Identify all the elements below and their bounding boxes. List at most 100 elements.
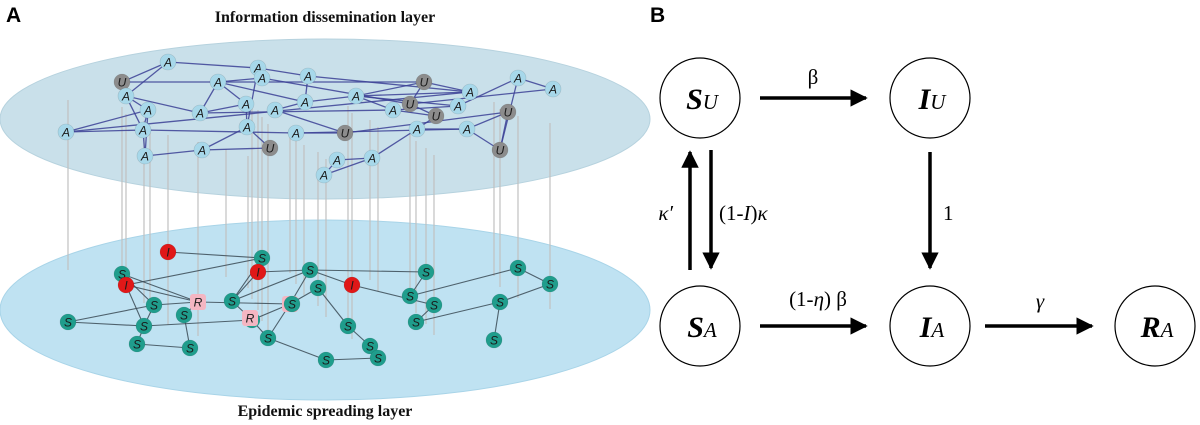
epi-node-s1: S	[253, 249, 271, 267]
epi-node-marker	[242, 310, 258, 326]
epi-node-label: S	[412, 316, 420, 330]
info-node-marker	[408, 120, 426, 138]
information-edge	[392, 105, 459, 111]
state-ra-circle	[1114, 285, 1196, 367]
info-node-label: A	[213, 76, 222, 90]
info-node-u3: U	[401, 95, 419, 113]
info-node-a28: A	[384, 101, 402, 119]
epidemic-edge	[136, 343, 191, 349]
info-node-label: U	[341, 127, 350, 141]
info-node-u7: U	[499, 103, 517, 121]
epi-node-marker	[407, 313, 425, 331]
epi-node-label: R	[246, 312, 255, 326]
info-node-label: U	[266, 142, 275, 156]
rate-sa-ia: (1-η) β	[789, 287, 847, 311]
epidemic-edge	[121, 273, 199, 303]
info-node-marker	[315, 166, 333, 184]
rate-su-sa: (1-I)κ	[719, 201, 769, 225]
info-node-a9: A	[449, 97, 467, 115]
epi-node-label: S	[133, 338, 141, 352]
epi-node-label: I	[124, 279, 128, 293]
info-node-label: A	[462, 123, 471, 137]
info-node-a6: A	[209, 73, 227, 91]
info-node-marker	[509, 69, 527, 87]
epidemic-edge	[125, 284, 199, 303]
epi-node-marker	[159, 243, 177, 261]
info-node-label: A	[332, 154, 341, 168]
info-node-label: U	[432, 110, 441, 124]
epidemic-edge	[125, 257, 263, 286]
state-ra: RA	[1114, 285, 1196, 367]
info-node-marker	[139, 101, 157, 119]
info-node-marker	[237, 95, 255, 113]
information-edge	[304, 95, 357, 103]
epidemic-edge	[167, 251, 263, 259]
information-edge	[457, 77, 519, 107]
epidemic-edge	[267, 337, 327, 361]
info-node-label: U	[496, 144, 505, 158]
rate-sa-su: κ′	[658, 201, 673, 225]
epi-node-label: S	[264, 332, 272, 346]
epi-node-marker	[249, 263, 267, 281]
information-edge	[323, 157, 373, 176]
information-edge	[65, 129, 144, 133]
epidemic-edge	[143, 319, 253, 327]
epi-node-s8: S	[145, 296, 163, 314]
info-node-a25: A	[363, 149, 381, 167]
epi-node-label: S	[228, 295, 236, 309]
information-edge	[217, 81, 306, 103]
info-node-u4: U	[427, 107, 445, 125]
information-edge	[201, 147, 271, 151]
info-node-label: A	[195, 107, 204, 121]
info-node-marker	[266, 101, 284, 119]
epidemic-edge	[325, 357, 379, 361]
info-node-marker	[499, 103, 517, 121]
info-node-label: A	[412, 123, 421, 137]
info-node-label: A	[351, 90, 360, 104]
info-node-u6: U	[261, 139, 279, 157]
info-node-a27: A	[315, 166, 333, 184]
epi-node-s16: S	[175, 306, 193, 324]
epi-node-marker	[135, 317, 153, 335]
info-node-a21: A	[408, 120, 426, 138]
info-node-label: A	[143, 104, 152, 118]
info-node-u5: U	[336, 124, 354, 142]
epi-node-label: S	[258, 252, 266, 266]
information-edge	[201, 126, 248, 151]
state-su: SU	[659, 57, 741, 139]
epi-node-label: I	[350, 279, 354, 293]
info-node-label: U	[406, 98, 415, 112]
info-node-marker	[159, 53, 177, 71]
epi-node-marker	[259, 329, 277, 347]
info-node-a16: A	[266, 101, 284, 119]
information-edge	[257, 67, 309, 77]
information-edge	[409, 88, 554, 105]
info-node-a4: A	[253, 69, 271, 87]
info-node-marker	[461, 83, 479, 101]
info-node-marker	[415, 73, 433, 91]
rate-su-iu: β	[808, 65, 819, 89]
info-node-label: A	[303, 70, 312, 84]
epi-node-label: S	[118, 268, 126, 282]
info-node-marker	[238, 118, 256, 136]
epi-node-i4: I	[343, 276, 361, 294]
information-edge	[144, 149, 203, 157]
epidemic-layer-plane	[0, 219, 651, 401]
info-node-label: A	[163, 56, 172, 70]
epi-node-s6: S	[509, 259, 527, 277]
info-node-label: A	[61, 126, 70, 140]
info-node-marker	[296, 93, 314, 111]
info-node-label: A	[140, 150, 149, 164]
epi-node-label: S	[288, 298, 296, 312]
epi-node-r3: R	[242, 310, 258, 326]
info-node-a8: A	[347, 87, 365, 105]
info-node-label: A	[257, 72, 266, 86]
info-node-u1: U	[113, 73, 131, 91]
epi-node-marker	[485, 331, 503, 349]
epi-node-marker	[491, 293, 509, 311]
info-node-marker	[491, 141, 509, 159]
epi-node-r1: R	[190, 294, 206, 310]
